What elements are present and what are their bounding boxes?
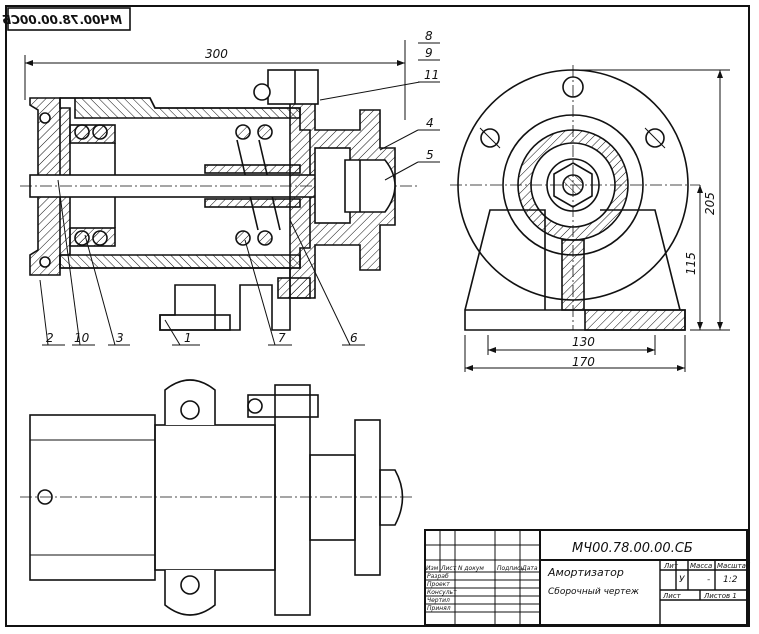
dim-base-outer-width: 170 (572, 355, 595, 369)
tb-sheets-label: Листов 1 (703, 592, 737, 600)
tb-mass-label: Масса (690, 562, 712, 570)
title-block: Изм Лист N докум Подпись Дата Разраб Про… (424, 529, 751, 626)
tb-role-developer: Разраб (427, 573, 449, 580)
callout-10: 10 (74, 331, 90, 345)
side-dimensions: 205 115 130 170 (464, 69, 730, 372)
callouts-front: 2 10 3 1 7 6 8 9 11 4 5 (39, 29, 440, 346)
callout-3: 3 (116, 331, 124, 345)
tb-role-approved: Принял (427, 605, 451, 612)
support-bracket (159, 267, 291, 331)
tb-lit-value: У (679, 575, 685, 585)
callout-6: 6 (350, 331, 358, 345)
tb-col-sign: Подпись (497, 565, 524, 572)
mirrored-code-text: МЧ00.78.00.00СБ (2, 13, 122, 27)
callout-1: 1 (184, 331, 192, 345)
tb-lit-label: Лит (663, 562, 679, 570)
callout-4: 4 (426, 116, 434, 130)
mirrored-code-stamp: МЧ00.78.00.00СБ (2, 7, 131, 31)
tb-product-name: Амортизатор (547, 566, 624, 579)
dimension-300: 300 (24, 40, 406, 120)
tb-sheet-label: Лист (662, 592, 682, 600)
callout-5: 5 (426, 148, 434, 162)
tb-scale-value: 1:2 (723, 575, 738, 585)
tb-designation: МЧ00.78.00.00.СБ (572, 541, 693, 556)
callout-7: 7 (278, 331, 286, 345)
tb-col-sheet: Лист (440, 565, 457, 572)
top-bolt (267, 69, 319, 105)
dim-height-total: 205 (703, 192, 717, 215)
tb-role-consult: Консульт (427, 589, 457, 596)
callout-8: 8 (425, 29, 433, 43)
callout-2: 2 (46, 331, 54, 345)
top-view (20, 379, 415, 616)
side-view: 205 115 130 170 (450, 65, 730, 372)
spring-coils (74, 124, 281, 246)
callout-11: 11 (424, 68, 439, 82)
front-section-view: 300 (20, 29, 440, 346)
dim-base-inner-width: 130 (572, 335, 595, 349)
tb-col-change: Изм (426, 565, 439, 572)
tb-mass-value: - (707, 575, 710, 585)
top-flange (274, 384, 311, 616)
tb-col-doc: N докум (458, 565, 484, 572)
tb-scale-label: Масштаб (717, 562, 751, 570)
drawing-frame (5, 5, 750, 627)
callout-9: 9 (425, 46, 433, 60)
tb-col-date: Дата (521, 565, 538, 572)
dim-axis-height: 115 (684, 252, 698, 275)
tb-doc-type: Сборочный чертеж (548, 587, 640, 597)
tb-role-project: Проект (427, 581, 450, 588)
cap-nut (344, 159, 396, 213)
tb-role-drawn: Чертил (427, 597, 450, 604)
dim-length-total: 300 (205, 47, 228, 61)
